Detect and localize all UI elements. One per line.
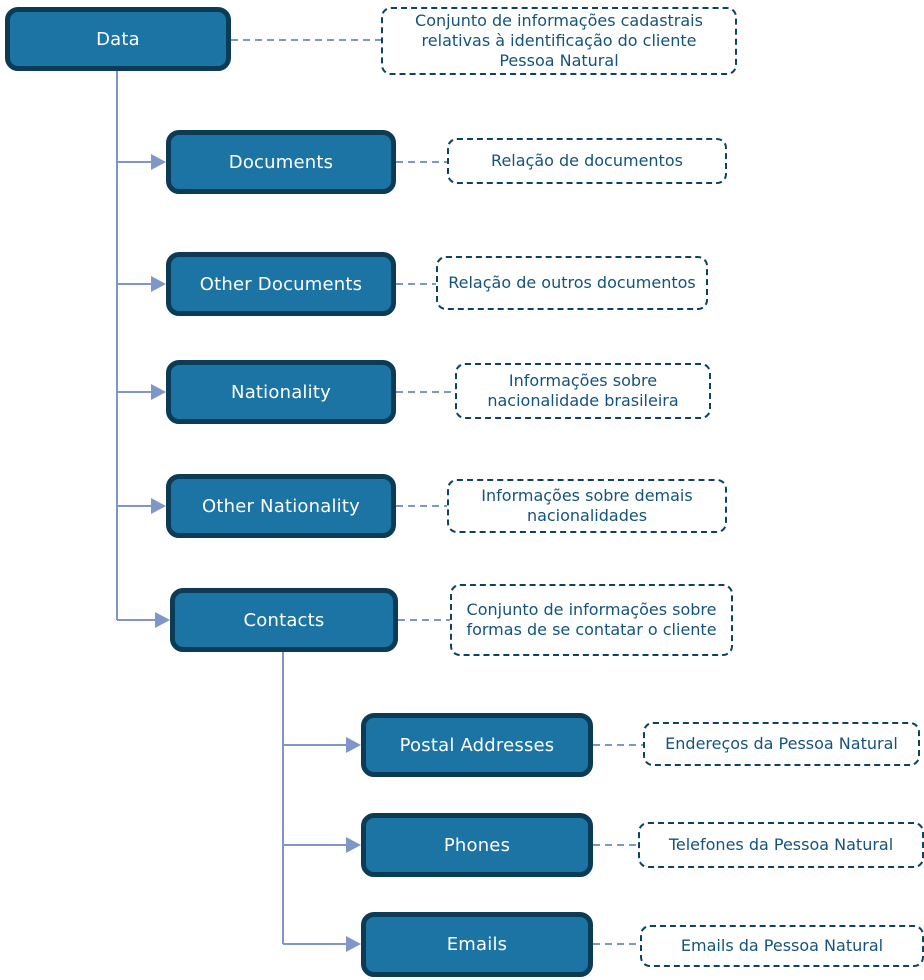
annotation-other-nationality: Informações sobre demais nacionalidades [447, 479, 727, 533]
arrowhead-nationality [151, 384, 166, 400]
node-nationality: Nationality [166, 360, 396, 424]
annotation-contacts: Conjunto de informações sobre formas de … [450, 584, 733, 656]
node-emails: Emails [361, 912, 593, 977]
node-other-documents: Other Documents [166, 252, 396, 316]
annotation-emails: Emails da Pessoa Natural [640, 925, 924, 967]
arrowhead-phones [346, 837, 361, 853]
annotation-other-documents: Relação de outros documentos [436, 256, 708, 310]
arrowhead-documents [151, 154, 166, 170]
annotation-phones: Telefones da Pessoa Natural [638, 822, 924, 868]
arrowhead-contacts [155, 612, 170, 628]
node-documents: Documents [166, 130, 396, 194]
arrowhead-postal-addresses [346, 737, 361, 753]
node-postal-addresses: Postal Addresses [361, 713, 593, 777]
node-data: Data [5, 7, 231, 71]
node-phones: Phones [361, 813, 593, 877]
annotation-postal-addresses: Endereços da Pessoa Natural [643, 722, 920, 766]
arrowhead-emails [346, 936, 361, 952]
node-other-nationality: Other Nationality [166, 474, 396, 538]
arrowhead-other-documents [151, 276, 166, 292]
annotation-data: Conjunto de informações cadastrais relat… [381, 7, 737, 75]
arrowhead-other-nationality [151, 498, 166, 514]
annotation-nationality: Informações sobre nacionalidade brasilei… [455, 363, 711, 419]
node-contacts: Contacts [170, 588, 398, 652]
annotation-documents: Relação de documentos [447, 138, 727, 184]
